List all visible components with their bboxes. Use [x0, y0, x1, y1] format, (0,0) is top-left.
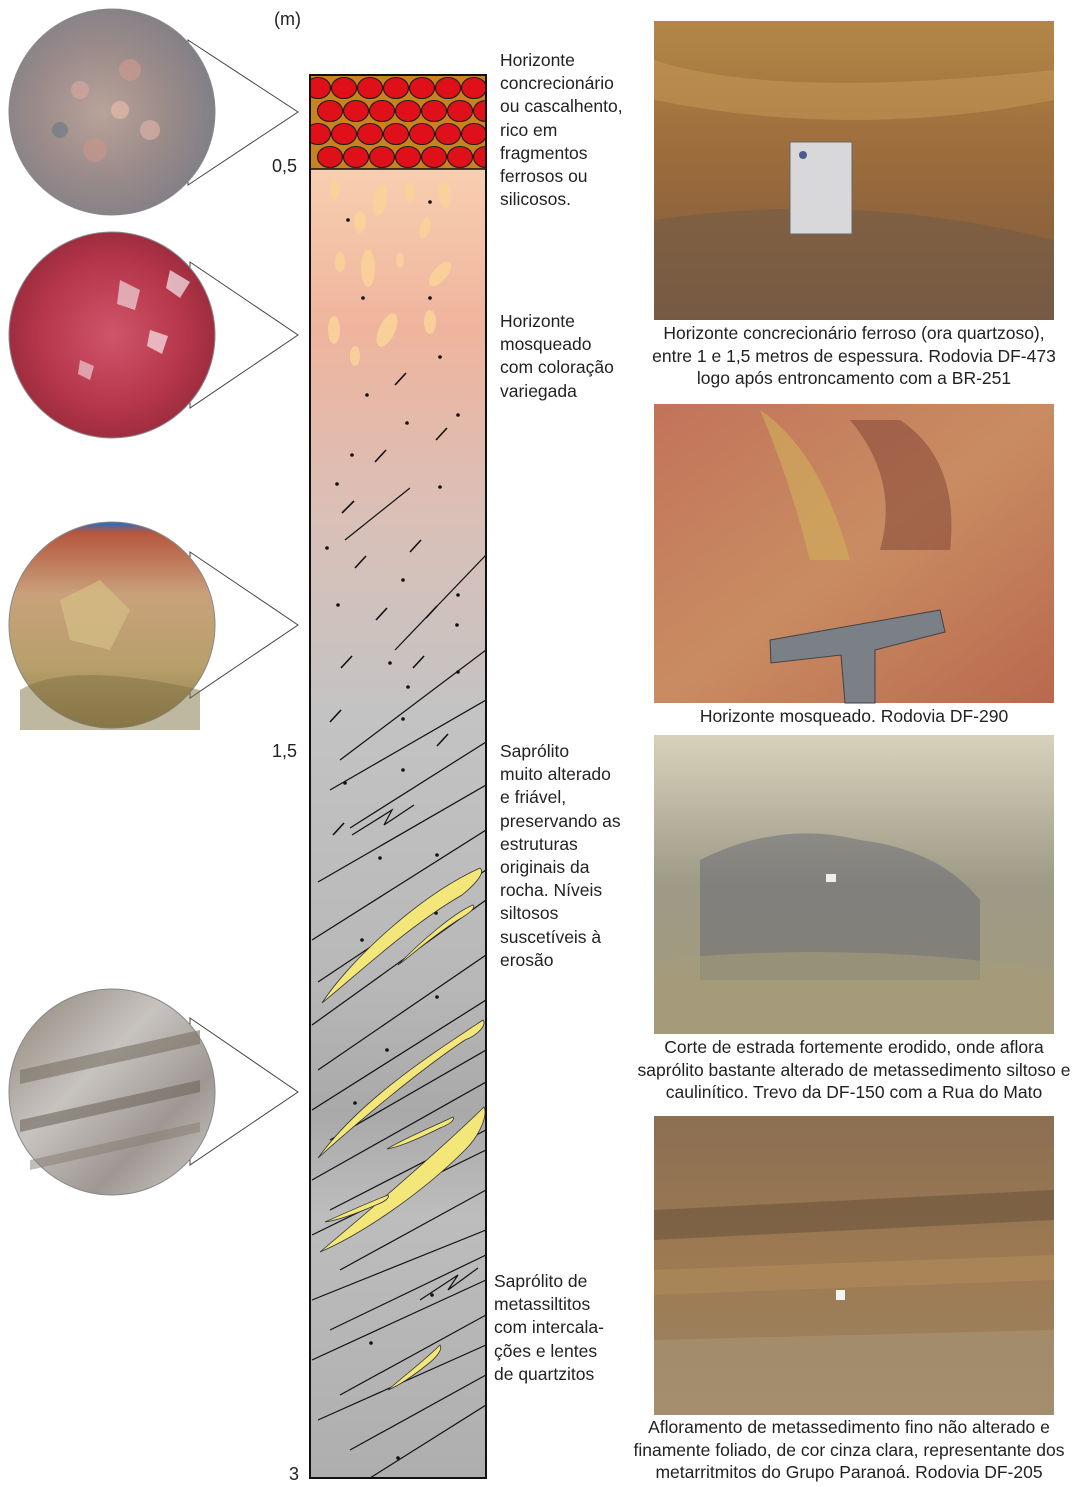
- pattern-dot: [335, 482, 339, 486]
- pattern-dot: [378, 856, 382, 860]
- concretion-nodule: [344, 147, 369, 168]
- concretionary-layer: [306, 75, 499, 169]
- concretion-nodule: [396, 147, 421, 168]
- photo-mottled-horizon: [654, 404, 1054, 703]
- pattern-dot: [456, 593, 460, 597]
- pattern-dot: [350, 453, 354, 457]
- pattern-dot: [405, 421, 409, 425]
- concretion-nodule: [422, 147, 447, 168]
- pattern-dot: [428, 200, 432, 204]
- mottle: [354, 211, 366, 233]
- concretion-nodule: [410, 78, 435, 99]
- pattern-dot: [346, 218, 350, 222]
- concretion-nodule: [384, 78, 409, 99]
- pattern-dot: [456, 413, 460, 417]
- pattern-dot: [388, 661, 392, 665]
- pattern-dot: [438, 485, 442, 489]
- pattern-dot: [401, 768, 405, 772]
- pattern-dot: [435, 995, 439, 999]
- callout-concretionary: [9, 9, 298, 215]
- mottle: [328, 316, 340, 344]
- pattern-dot: [430, 1293, 434, 1297]
- pattern-dot: [365, 393, 369, 397]
- photo-concretionary-horizon: [654, 21, 1054, 320]
- mottle: [424, 310, 436, 334]
- concretion-nodule: [462, 78, 487, 99]
- pattern-dot: [401, 578, 405, 582]
- concretion-nodule: [370, 101, 395, 122]
- pattern-dot: [360, 938, 364, 942]
- concretion-nodule: [448, 147, 473, 168]
- photo-caption-3: Corte de estrada fortemente erodido, ond…: [626, 1036, 1082, 1104]
- pattern-dot: [406, 685, 410, 689]
- pattern-dot: [455, 623, 459, 627]
- horizon-label-concretionary: Horizonteconcrecionárioou cascalhento, r…: [500, 49, 623, 211]
- concretion-nodule: [358, 78, 383, 99]
- mottle: [405, 182, 415, 202]
- pattern-dot: [385, 1048, 389, 1052]
- pattern-dot: [336, 603, 340, 607]
- pattern-dot: [401, 717, 405, 721]
- callout-saprolite-weathered: [9, 522, 298, 730]
- horizon-label-mottled: Horizontemosqueado com coloraçãovariegad…: [500, 310, 614, 403]
- photo-caption-4: Afloramento de metassedimento fino não a…: [616, 1416, 1082, 1484]
- horizon-label-metasiltite-saprolite: Saprólito demetassiltitoscom intercala- …: [494, 1270, 604, 1386]
- depth-label-0-5: 0,5: [272, 156, 297, 177]
- concretion-nodule: [448, 101, 473, 122]
- concretion-nodule: [358, 124, 383, 145]
- depth-label-1-5: 1,5: [272, 741, 297, 762]
- callout-metasiltite: [9, 989, 298, 1195]
- concretion-nodule: [462, 124, 487, 145]
- callout-mottled: [9, 232, 298, 438]
- concretion-nodule: [332, 78, 357, 99]
- mottle: [330, 180, 340, 200]
- depth-unit-label: (m): [274, 9, 301, 30]
- photo-fine-metasediment: [654, 1116, 1054, 1415]
- mottle: [361, 249, 375, 287]
- pattern-dot: [369, 1341, 373, 1345]
- profile-column: [306, 75, 499, 1478]
- pattern-dot: [353, 1101, 357, 1105]
- photo-eroded-road-cut: [654, 735, 1054, 1034]
- mottle: [396, 252, 404, 268]
- mottle: [335, 252, 345, 272]
- concretion-nodule: [344, 101, 369, 122]
- pattern-dot: [428, 296, 432, 300]
- pattern-dot: [435, 853, 439, 857]
- concretion-nodule: [396, 101, 421, 122]
- mottle: [350, 346, 360, 366]
- photo-caption-1: Horizonte concrecionário ferroso (ora qu…: [626, 322, 1082, 390]
- concretion-nodule: [332, 124, 357, 145]
- pattern-dot: [438, 355, 442, 359]
- concretion-nodule: [370, 147, 395, 168]
- concretion-nodule: [384, 124, 409, 145]
- concretion-nodule: [318, 101, 343, 122]
- horizon-label-weathered-saprolite: Saprólitomuito alteradoe friável, preser…: [500, 740, 621, 972]
- pattern-dot: [325, 546, 329, 550]
- concretion-nodule: [436, 124, 461, 145]
- concretion-nodule: [410, 124, 435, 145]
- concretion-nodule: [436, 78, 461, 99]
- depth-label-3: 3: [289, 1464, 299, 1485]
- concretion-nodule: [422, 101, 447, 122]
- pattern-dot: [361, 296, 365, 300]
- concretion-nodule: [318, 147, 343, 168]
- photo-caption-2: Horizonte mosqueado. Rodovia DF-290: [626, 705, 1082, 728]
